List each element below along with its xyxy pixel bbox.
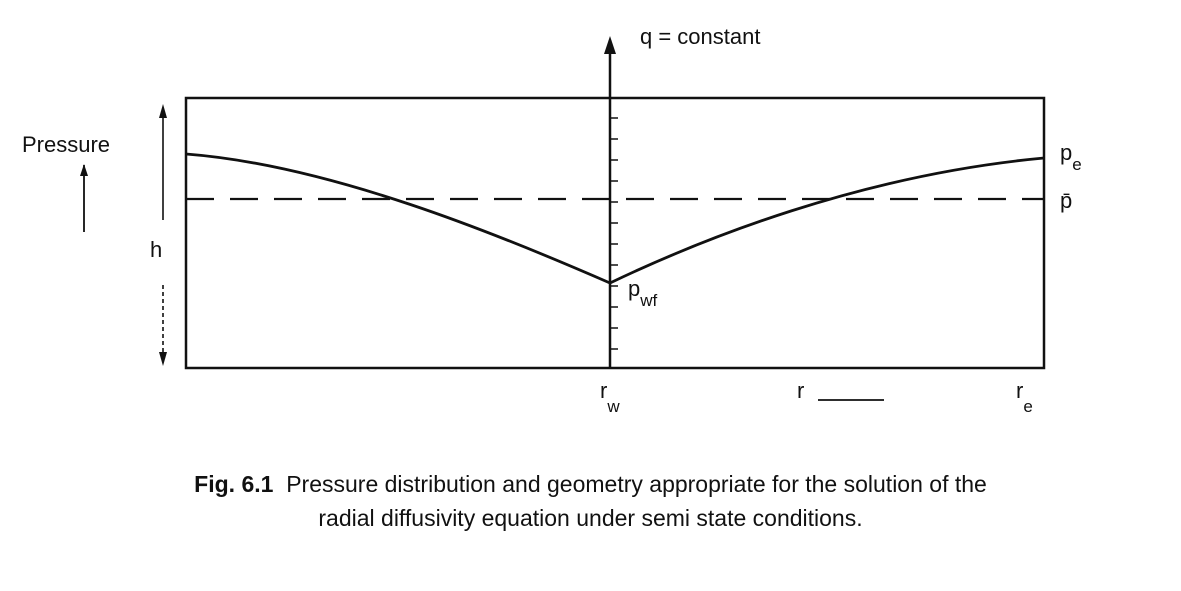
r-label: r	[797, 378, 804, 403]
figure-caption-line2: radial diffusivity equation under semi s…	[0, 502, 1181, 534]
pe-label: pe	[1060, 140, 1082, 174]
figure-caption-line1: Fig. 6.1 Pressure distribution and geome…	[0, 468, 1181, 500]
height-label: h	[150, 237, 162, 262]
pressure-curve	[185, 152, 1045, 285]
well-axis-ticks	[610, 117, 618, 350]
figure-number: Fig. 6.1	[194, 471, 274, 497]
caption-text-2: radial diffusivity equation under semi s…	[318, 505, 863, 531]
pwf-label: pwf	[628, 276, 658, 310]
pressure-axis-label: Pressure	[22, 132, 110, 157]
re-label: re	[1016, 378, 1033, 416]
height-arrow-bottom	[159, 352, 167, 366]
pressure-axis-arrowhead	[80, 164, 88, 176]
well-axis-arrowhead	[604, 36, 616, 54]
rw-label: rw	[600, 378, 620, 416]
height-arrow-top	[159, 104, 167, 118]
reservoir-box	[184, 96, 1046, 370]
caption-text-1: Pressure distribution and geometry appro…	[286, 471, 987, 497]
flow-rate-label: q = constant	[640, 24, 760, 49]
pbar-label: p̄	[1060, 188, 1072, 213]
